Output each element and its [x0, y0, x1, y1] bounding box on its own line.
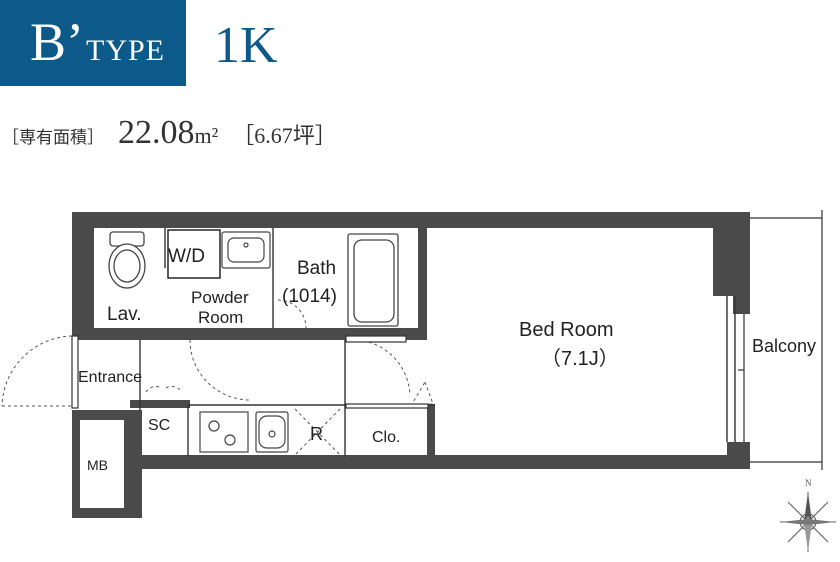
room-label-lav: Lav.	[107, 304, 142, 325]
type-badge-sub: TYPE	[86, 34, 165, 67]
room-label-r: R	[310, 424, 323, 444]
area-label: ［専有面積］	[2, 128, 104, 147]
compass-icon: N	[780, 478, 836, 552]
type-badge-main: B’	[30, 12, 84, 72]
type-badge: B’ TYPE	[0, 0, 186, 86]
room-label-bath-size: (1014)	[282, 286, 337, 307]
wash-basin-icon	[221, 231, 271, 269]
area-value: 22.08	[118, 114, 195, 151]
room-label-mb: MB	[87, 457, 108, 473]
room-label-sc: SC	[148, 417, 170, 434]
toilet-icon	[108, 231, 146, 289]
room-label-powder-room: Room	[198, 308, 243, 327]
room-label-balcony: Balcony	[752, 336, 816, 356]
entrance-door	[1, 335, 73, 407]
room-label-entrance: Entrance	[78, 369, 142, 386]
room-label-bath: Bath	[297, 258, 336, 279]
walls	[72, 212, 750, 518]
room-label-bedroom-size: （7.1J）	[541, 347, 619, 370]
room-label-powder: Powder	[191, 288, 249, 307]
kitchen-counter	[199, 411, 289, 453]
layout-name: 1K	[214, 17, 278, 74]
bathtub-icon	[347, 233, 399, 327]
compass-north-label: N	[805, 478, 812, 488]
room-label-wd: W/D	[168, 246, 205, 267]
area-unit: m²	[194, 123, 219, 148]
entrance-window	[345, 335, 429, 409]
balcony-area	[738, 210, 823, 470]
door-swings	[145, 299, 434, 456]
room-label-bedroom: Bed Room	[519, 319, 614, 341]
area-tsubo: ［6.67坪］	[232, 123, 337, 148]
room-label-clo: Clo.	[372, 429, 400, 446]
entrance-door-frame	[71, 335, 79, 409]
washer-box	[167, 229, 221, 279]
area-info: ［専有面積］ 22.08m² ［6.67坪］	[2, 114, 337, 158]
